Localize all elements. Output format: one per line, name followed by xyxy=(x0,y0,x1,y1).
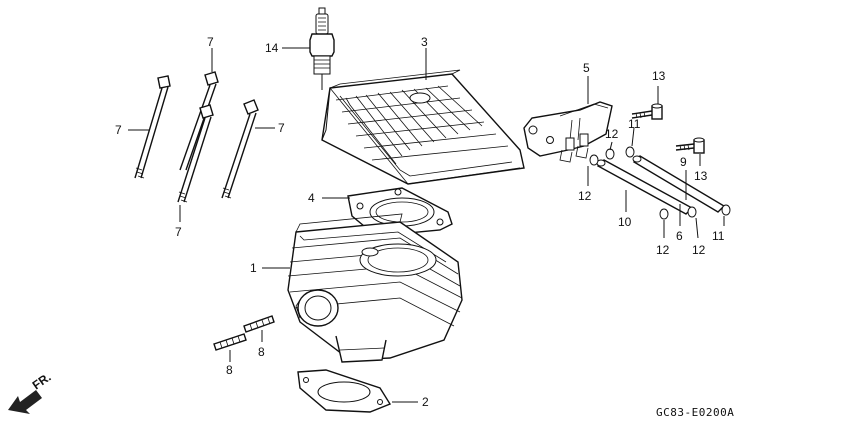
callout-2: 2 xyxy=(422,395,429,409)
callout-7-bottom: 7 xyxy=(175,225,182,239)
flange-bolts xyxy=(631,103,705,154)
callout-7-left: 7 xyxy=(115,123,122,137)
callout-12-a: 12 xyxy=(605,127,619,141)
callout-5: 5 xyxy=(583,61,590,75)
callout-6: 6 xyxy=(676,229,683,243)
callout-10: 10 xyxy=(618,215,632,229)
direction-label: FR. xyxy=(30,370,54,393)
water-hoses xyxy=(596,155,726,215)
cylinder-head xyxy=(321,69,525,185)
callout-12-b: 12 xyxy=(578,189,592,203)
callout-8-right: 8 xyxy=(258,345,265,359)
callout-12-c: 12 xyxy=(656,243,670,257)
callout-13-bottom: 13 xyxy=(694,169,708,183)
base-gasket xyxy=(297,369,392,413)
hose-clips xyxy=(589,146,731,220)
water-joint xyxy=(523,101,613,163)
callout-13-top: 13 xyxy=(652,69,666,83)
callout-8-left: 8 xyxy=(226,363,233,377)
callout-12-d: 12 xyxy=(692,243,706,257)
callout-1: 1 xyxy=(250,261,257,275)
callout-3: 3 xyxy=(421,35,428,49)
spark-plug xyxy=(309,7,335,90)
short-studs xyxy=(213,315,275,351)
cylinder xyxy=(287,213,463,363)
callout-11-a: 11 xyxy=(628,117,641,131)
callout-11-b: 11 xyxy=(712,229,725,243)
callout-4: 4 xyxy=(308,191,315,205)
callout-14: 14 xyxy=(265,41,279,55)
callout-7-right: 7 xyxy=(278,121,285,135)
callout-7-top: 7 xyxy=(207,35,214,49)
diagram-code: GC83-E0200A xyxy=(656,406,734,419)
callout-9: 9 xyxy=(680,155,687,169)
stud-bolts xyxy=(134,71,259,203)
arrow-down-left-icon xyxy=(8,390,42,414)
